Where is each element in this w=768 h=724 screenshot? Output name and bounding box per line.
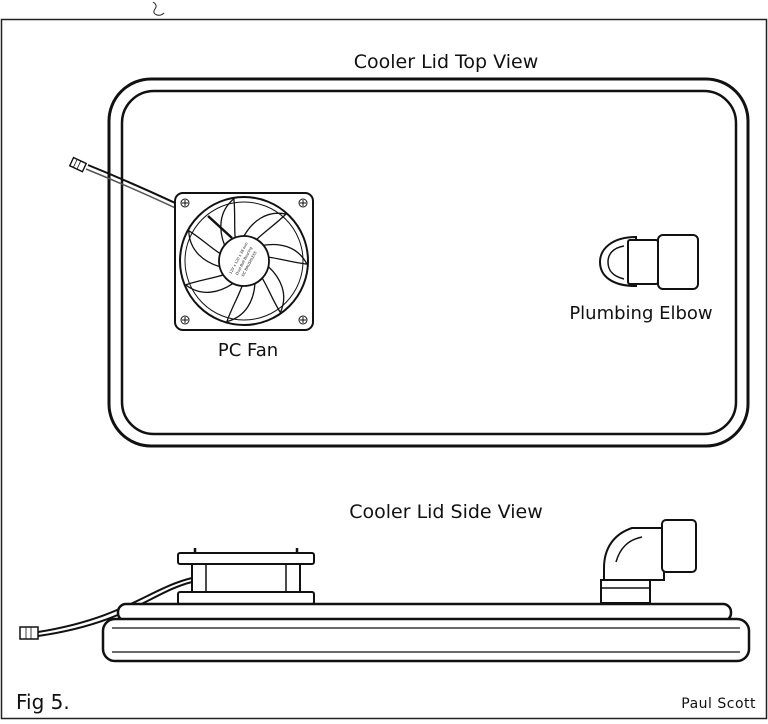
figure-label: Fig 5.	[16, 690, 70, 714]
lid-top-outer	[107, 77, 750, 448]
fan-connector-top	[68, 156, 88, 173]
fan-connector-side	[19, 626, 39, 640]
plumbing-elbow-side	[600, 519, 697, 604]
pc-fan-side	[177, 548, 315, 605]
fan-blades	[184, 198, 308, 323]
side-view-title: Cooler Lid Side View	[349, 501, 543, 523]
fan-hub	[218, 235, 270, 287]
plumbing-elbow-label: Plumbing Elbow	[569, 303, 712, 324]
author-credit: Paul Scott	[681, 696, 756, 712]
lid-side-profile	[101, 602, 751, 663]
stray-mark	[152, 1, 165, 16]
top-view-title: Cooler Lid Top View	[354, 51, 539, 73]
lid-top-inner	[120, 89, 738, 436]
plumbing-elbow-top	[598, 234, 699, 290]
fan-screws	[180, 198, 308, 325]
pc-fan-top: 12V x 120 x 38 mm Dual Ball Bearing DC B…	[174, 192, 314, 331]
pc-fan-label: PC Fan	[218, 340, 278, 361]
figure-frame	[0, 18, 768, 720]
